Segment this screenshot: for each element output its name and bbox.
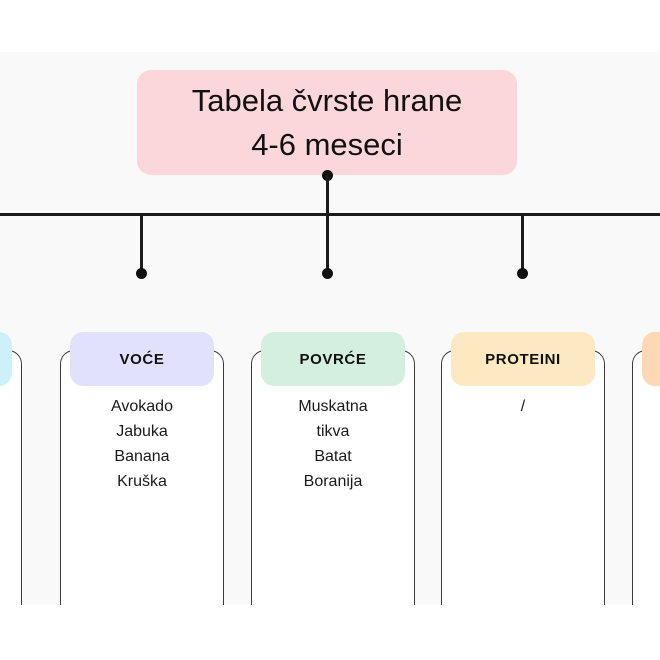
card-body <box>251 350 415 605</box>
list-item: Muskatna <box>298 398 368 415</box>
card-header[interactable]: POVRĆE <box>261 332 405 386</box>
card-header-label: PROTEINI <box>485 350 561 368</box>
card-header[interactable]: VOĆE <box>70 332 214 386</box>
title-line-1: Tabela čvrste hrane <box>191 82 463 118</box>
list-item: Jabuka <box>116 423 168 440</box>
title-connector-stem <box>326 175 329 217</box>
connector-drop-proteini <box>521 213 524 273</box>
title-node[interactable]: Tabela čvrste hrane 4-6 meseci <box>137 70 517 175</box>
card-partial-left[interactable] <box>0 332 22 605</box>
card-item-list: / <box>449 394 597 419</box>
connector-dot-proteini <box>517 268 528 279</box>
connector-drop-voce <box>140 213 143 273</box>
list-item: Banana <box>114 448 170 465</box>
card-header[interactable] <box>0 332 12 386</box>
list-item: Kruška <box>117 473 167 490</box>
card-header[interactable] <box>642 332 660 386</box>
list-item: / <box>520 398 526 415</box>
connector-bus <box>0 213 660 216</box>
card-povrce[interactable]: POVRĆE Muskatna tikva Batat Boranija <box>251 332 415 605</box>
card-item-list: Muskatna tikva Batat Boranija <box>259 394 407 494</box>
list-item: Boranija <box>303 473 363 490</box>
card-header-label: POVRĆE <box>299 350 367 368</box>
list-item: tikva <box>316 423 350 440</box>
connector-dot-voce <box>136 268 147 279</box>
card-voce[interactable]: VOĆE Avokado Jabuka Banana Kruška <box>60 332 224 605</box>
card-item-list: Avokado Jabuka Banana Kruška <box>68 394 216 494</box>
card-body <box>0 350 22 605</box>
diagram-canvas: Tabela čvrste hrane 4-6 meseci VOĆE Avok… <box>0 52 660 605</box>
title-line-2: 4-6 meseci <box>251 126 403 162</box>
card-header-label: VOĆE <box>119 350 165 368</box>
card-body <box>441 350 605 605</box>
card-partial-right[interactable] <box>632 332 660 605</box>
card-body <box>632 350 660 605</box>
connector-drop-povrce <box>326 213 329 273</box>
connector-dot-povrce <box>322 268 333 279</box>
card-header[interactable]: PROTEINI <box>451 332 595 386</box>
list-item: Batat <box>314 448 352 465</box>
card-proteini[interactable]: PROTEINI / <box>441 332 605 605</box>
list-item: Avokado <box>111 398 173 415</box>
card-body <box>60 350 224 605</box>
